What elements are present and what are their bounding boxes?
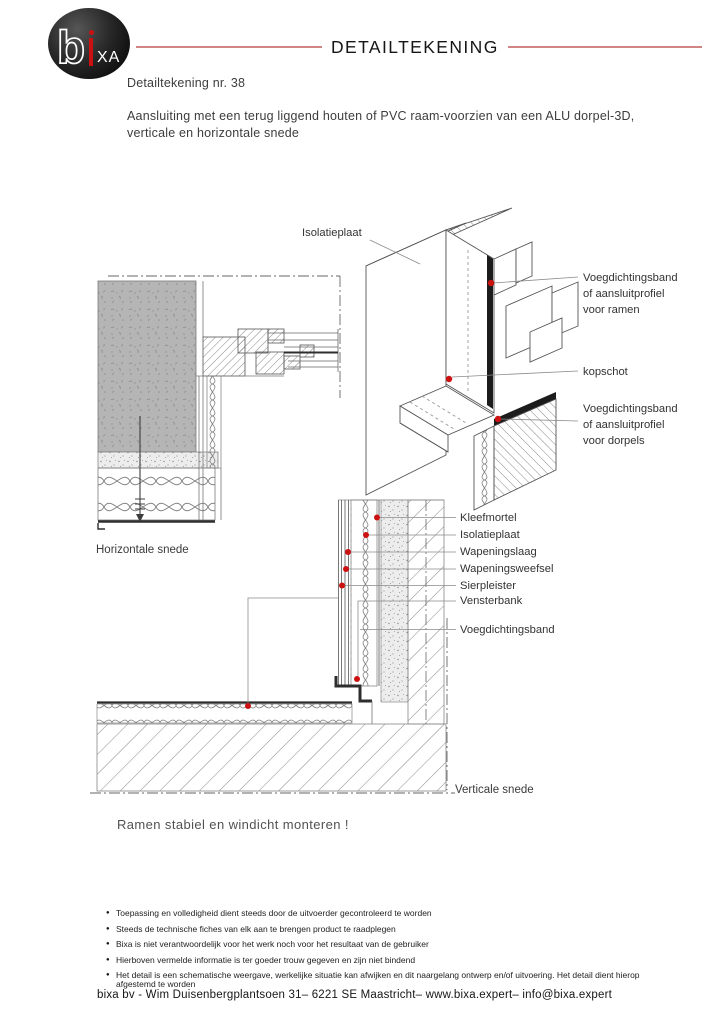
iso-wall-outer-face bbox=[365, 229, 447, 496]
caption-horizontale-snede: Horizontale snede bbox=[96, 544, 189, 556]
technical-drawing: Isolatieplaat Voegdichtingsband of aansl… bbox=[90, 207, 678, 796]
label-isolatieplaat-iso: Isolatieplaat bbox=[302, 227, 363, 239]
leader-lines bbox=[247, 239, 579, 704]
label-band-ramen-2: of aansluitprofiel bbox=[583, 288, 664, 300]
caption-verticale-snede: Verticale snede bbox=[455, 784, 534, 796]
disclaimer-item: Toepassing en volledigheid dient steeds … bbox=[106, 908, 646, 918]
marker-dot bbox=[445, 375, 453, 383]
glazing-lines bbox=[268, 329, 339, 372]
label-band-ramen-3: voor ramen bbox=[583, 304, 640, 316]
disclaimer-item: Het detail is een schematische weergave,… bbox=[106, 971, 646, 990]
label-band-dorpels-3: voor dorpels bbox=[583, 435, 645, 447]
vertical-section-drawing bbox=[90, 499, 455, 794]
logo-letters-xa: XA bbox=[97, 49, 121, 66]
mortar-layer bbox=[97, 451, 219, 469]
page-title: DETAILTEKENING bbox=[331, 36, 499, 57]
label-band-dorpels-1: Voegdichtingsband bbox=[583, 403, 678, 415]
disclaimer-item: Hierboven vermelde informatie is ter goe… bbox=[106, 955, 646, 965]
label-vensterbank: Vensterbank bbox=[460, 595, 523, 607]
marker-dot bbox=[374, 514, 380, 521]
label-isolatieplaat: Isolatieplaat bbox=[460, 529, 521, 541]
title-rule-left bbox=[136, 46, 322, 48]
label-kopschot: kopschot bbox=[583, 366, 629, 378]
concrete-wall bbox=[97, 280, 197, 453]
marker-dot bbox=[345, 549, 351, 555]
disclaimer-item: Steeds de technische fiches van elk aan … bbox=[106, 924, 646, 934]
wall-anchor bbox=[135, 416, 145, 522]
logo-letter-b: b bbox=[56, 21, 86, 73]
drawing-number: Detailtekening nr. 38 bbox=[127, 76, 246, 90]
label-voegdichtingsband: Voegdichtingsband bbox=[460, 624, 555, 636]
iso-view-drawing bbox=[365, 207, 579, 511]
iso-seal-band-ramen bbox=[487, 255, 493, 409]
marker-dot bbox=[339, 582, 345, 589]
cavity-insulation bbox=[97, 467, 216, 521]
iso-masonry-below-sill bbox=[493, 398, 557, 501]
bixa-logo: b XA bbox=[48, 8, 130, 79]
drawing-description: Aansluiting met een terug liggend houten… bbox=[127, 109, 635, 140]
iso-frame-profile-stack bbox=[505, 281, 579, 363]
label-band-dorpels-2: of aansluitprofiel bbox=[583, 419, 664, 431]
mounting-note: Ramen stabiel en windicht monteren ! bbox=[117, 817, 349, 832]
label-kleefmortel: Kleefmortel bbox=[460, 512, 517, 524]
company-footer: bixa bv - Wim Duisenbergplantsoen 31– 62… bbox=[97, 989, 613, 1001]
marker-dot bbox=[363, 532, 369, 538]
logo-i-dot-icon bbox=[89, 30, 94, 35]
marker-dot bbox=[487, 279, 495, 287]
label-band-ramen-1: Voegdichtingsband bbox=[583, 272, 678, 284]
iso-seal-band-dorpels bbox=[494, 392, 556, 426]
title-bar: DETAILTEKENING bbox=[136, 36, 702, 57]
floor-insulation bbox=[96, 703, 353, 724]
marker-dot bbox=[354, 676, 360, 682]
title-rule-right bbox=[507, 46, 702, 48]
marker-dot bbox=[245, 703, 251, 709]
label-wapeningsweefsel: Wapeningsweefsel bbox=[460, 563, 554, 575]
jamb-insulation-strip bbox=[206, 375, 222, 469]
iso-insulation-below-sill bbox=[473, 425, 495, 511]
label-wapeningslaag: Wapeningslaag bbox=[460, 546, 537, 558]
disclaimer-item: Bixa is niet verantwoordelijk voor het w… bbox=[106, 939, 646, 949]
detail-marker-dots bbox=[245, 279, 502, 709]
sill-profile bbox=[334, 676, 372, 703]
marker-dot bbox=[494, 415, 502, 423]
window-frame-profiles bbox=[202, 328, 315, 377]
wall-insulation-layer bbox=[350, 499, 378, 687]
label-sierpleister: Sierpleister bbox=[460, 580, 516, 592]
iso-jamb-reveal bbox=[445, 229, 495, 414]
marker-dot bbox=[343, 566, 349, 572]
floor-slab bbox=[96, 723, 447, 792]
disclaimer-list: Toepassing en volledigheid dient steeds … bbox=[106, 908, 646, 996]
logo-i-stem-icon bbox=[89, 38, 93, 66]
horizontal-section-drawing bbox=[97, 275, 341, 530]
